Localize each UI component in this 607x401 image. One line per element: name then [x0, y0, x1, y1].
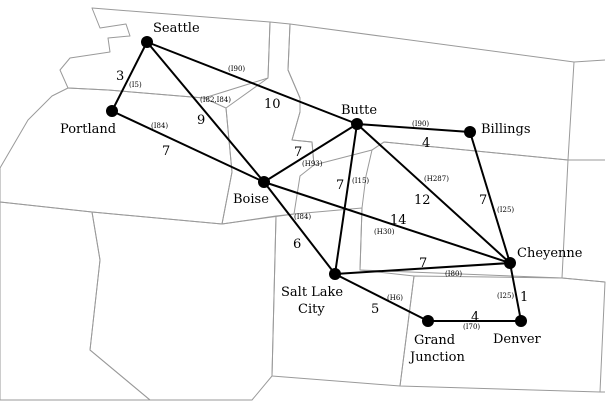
route-seattle-portland[interactable]	[111, 41, 148, 112]
montana-border	[287, 23, 575, 166]
wyoming-border	[359, 141, 569, 279]
label-denver: Denver	[493, 332, 542, 347]
weight-boise-cheyenne: 14	[390, 213, 407, 228]
city-nodes	[106, 36, 527, 327]
city-labels: Seattle Portland Boise Butte Billings Ch…	[60, 21, 583, 365]
node-denver[interactable]	[515, 315, 527, 327]
node-butte[interactable]	[351, 118, 363, 130]
route-seattle-boise[interactable]	[146, 41, 265, 183]
weight-grand-junction-denver: 4	[471, 310, 479, 325]
weight-butte-cheyenne: 12	[414, 193, 431, 208]
weight-butte-billings: 4	[422, 136, 430, 151]
label-salt-lake-city-line1: Salt Lake	[281, 285, 343, 300]
plains-border	[561, 59, 606, 393]
label-boise: Boise	[233, 192, 269, 207]
route-weights: 3 10 9 7 7 6 14 4 7 12 7 7 5 1 4	[116, 69, 528, 325]
weight-seattle-butte: 10	[264, 97, 281, 112]
highway-cheyenne-denver: (I25)	[497, 292, 514, 300]
highway-labels: (I5) (I90) (I82,I84) (I84) (H93) (I84) (…	[129, 65, 514, 331]
label-grand-junction-line1: Grand	[414, 333, 455, 348]
route-portland-boise[interactable]	[111, 110, 265, 183]
label-seattle: Seattle	[153, 21, 200, 36]
route-salt-lake-city-cheyenne[interactable]	[334, 262, 511, 275]
route-boise-salt-lake-city[interactable]	[263, 181, 336, 275]
highway-grand-junction-denver: (I70)	[463, 323, 480, 331]
highway-salt-lake-city-cheyenne: (I80)	[445, 270, 462, 278]
highway-seattle-boise: (I82,I84)	[200, 96, 231, 104]
washington-border	[59, 7, 271, 99]
route-billings-cheyenne[interactable]	[469, 131, 511, 264]
node-cheyenne[interactable]	[504, 257, 516, 269]
california-border	[0, 201, 151, 401]
route-boise-butte[interactable]	[263, 123, 358, 183]
label-grand-junction-line2: Junction	[408, 350, 465, 365]
highway-seattle-butte: (I90)	[228, 65, 245, 73]
highway-butte-salt-lake-city: (I15)	[352, 177, 369, 185]
weight-boise-salt-lake-city: 6	[293, 237, 301, 252]
weight-seattle-portland: 3	[116, 69, 124, 84]
node-salt-lake-city[interactable]	[329, 268, 341, 280]
route-boise-cheyenne[interactable]	[263, 181, 511, 264]
route-seattle-butte[interactable]	[146, 41, 358, 125]
route-cheyenne-denver[interactable]	[509, 262, 522, 322]
weight-salt-lake-city-cheyenne: 7	[419, 256, 427, 271]
nevada-border	[89, 211, 277, 401]
weight-boise-butte: 7	[294, 145, 302, 160]
route-salt-lake-city-grand-junction[interactable]	[334, 273, 429, 322]
state-borders	[0, 7, 606, 401]
weight-cheyenne-denver: 1	[520, 290, 528, 305]
node-portland[interactable]	[106, 105, 118, 117]
weight-portland-boise: 7	[162, 144, 170, 159]
weight-seattle-boise: 9	[197, 113, 205, 128]
highway-salt-lake-city-grand-junction: (H6)	[387, 294, 403, 302]
node-billings[interactable]	[464, 126, 476, 138]
routes	[111, 41, 522, 322]
label-butte: Butte	[341, 103, 377, 118]
label-cheyenne: Cheyenne	[517, 246, 583, 261]
highway-boise-salt-lake-city: (I84)	[294, 213, 311, 221]
highway-butte-billings: (I90)	[412, 120, 429, 128]
weight-billings-cheyenne: 7	[479, 193, 487, 208]
node-boise[interactable]	[258, 176, 270, 188]
node-grand-junction[interactable]	[422, 315, 434, 327]
highway-billings-cheyenne: (I25)	[497, 206, 514, 214]
label-salt-lake-city-line2: City	[298, 302, 325, 317]
label-billings: Billings	[481, 122, 531, 137]
weight-butte-salt-lake-city: 7	[336, 178, 344, 193]
label-portland: Portland	[60, 122, 116, 137]
highway-seattle-portland: (I5)	[129, 81, 142, 89]
highway-portland-boise: (I84)	[151, 122, 168, 130]
weight-salt-lake-city-grand-junction: 5	[371, 302, 379, 317]
route-butte-salt-lake-city[interactable]	[334, 123, 358, 275]
colorado-border	[399, 275, 606, 393]
route-butte-cheyenne[interactable]	[356, 123, 511, 264]
node-seattle[interactable]	[141, 36, 153, 48]
highway-boise-butte: (H93)	[302, 160, 323, 168]
route-butte-billings[interactable]	[356, 123, 471, 133]
highway-boise-cheyenne: (H30)	[374, 228, 395, 236]
highway-butte-cheyenne: (H287)	[424, 175, 449, 183]
